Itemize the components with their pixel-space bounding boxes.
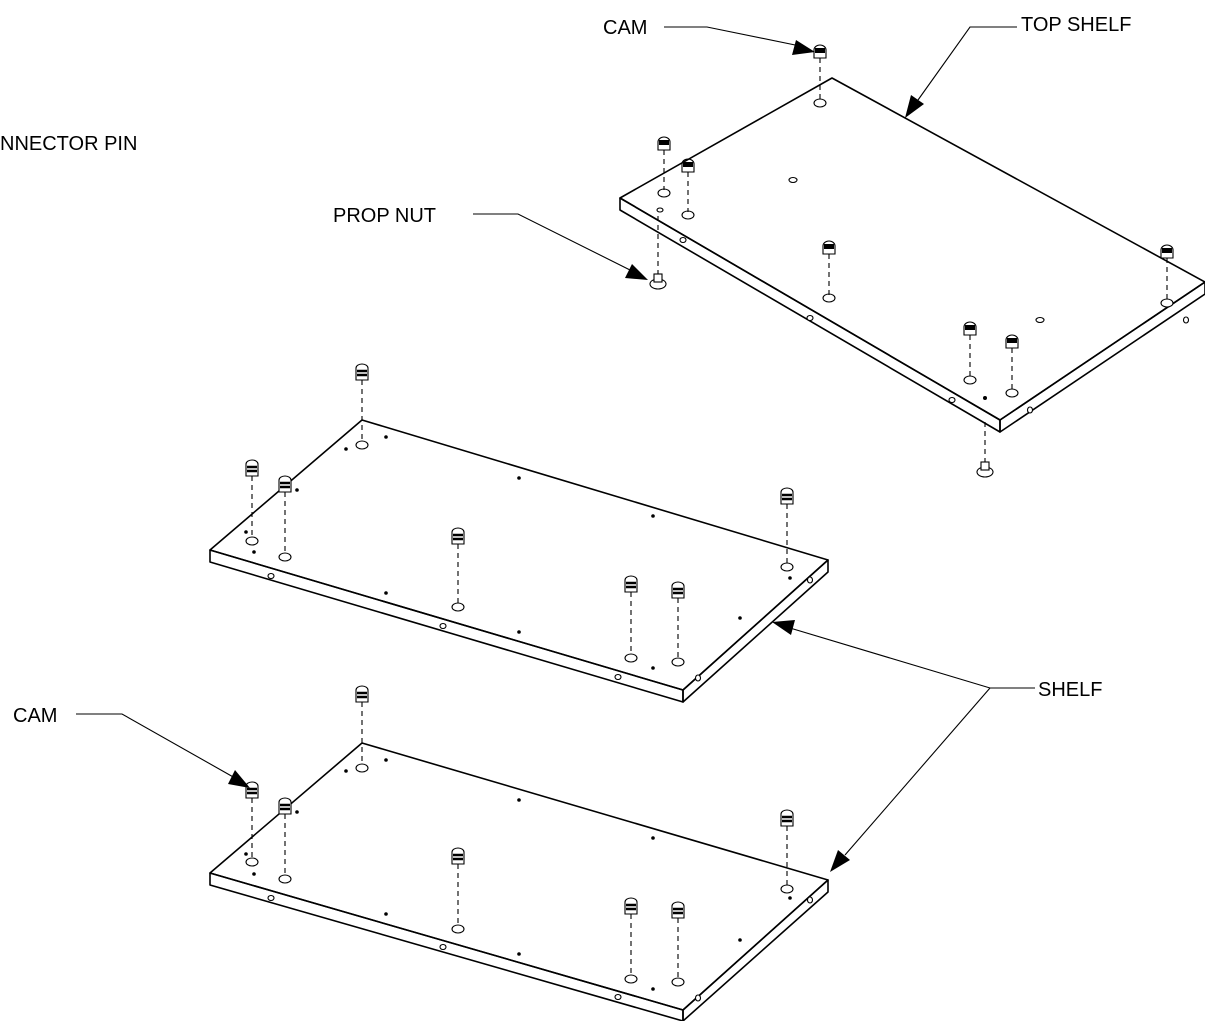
cam	[657, 136, 671, 151]
cam	[451, 847, 465, 865]
prop-nut-label: PROP NUT	[333, 205, 436, 227]
cam	[245, 459, 259, 477]
cam	[963, 321, 977, 336]
cam	[780, 487, 794, 505]
top-shelf-side-face	[999, 281, 1205, 433]
prop-nut	[976, 461, 994, 478]
cam	[681, 158, 695, 173]
middle-shelf	[209, 363, 829, 703]
connector-pin-label: NNECTOR PIN	[0, 133, 137, 155]
prop-nut	[649, 273, 667, 290]
top-shelf	[619, 44, 1205, 478]
cam	[245, 781, 259, 799]
cam	[451, 527, 465, 545]
cam-top-leader	[664, 26, 815, 55]
cam	[1160, 244, 1174, 259]
shelf-leader	[772, 620, 1035, 872]
cam	[671, 901, 685, 919]
cam	[278, 797, 292, 815]
cam	[624, 575, 638, 593]
top-shelf-label: TOP SHELF	[1021, 14, 1131, 36]
cam	[278, 475, 292, 493]
cam	[813, 44, 827, 59]
bottom-shelf	[209, 685, 829, 1021]
cam	[624, 897, 638, 915]
shelf-label: SHELF	[1038, 679, 1102, 701]
cam-bottom-leader	[76, 713, 250, 788]
cam	[822, 240, 836, 255]
cam	[780, 809, 794, 827]
cam-bottom-label: CAM	[13, 705, 57, 727]
prop-nut-leader	[473, 213, 648, 280]
cam	[355, 685, 369, 703]
cam	[355, 363, 369, 381]
cam	[1005, 334, 1019, 349]
cam	[671, 581, 685, 599]
cam-top-label: CAM	[603, 17, 647, 39]
top-shelf-leader	[905, 26, 1017, 118]
